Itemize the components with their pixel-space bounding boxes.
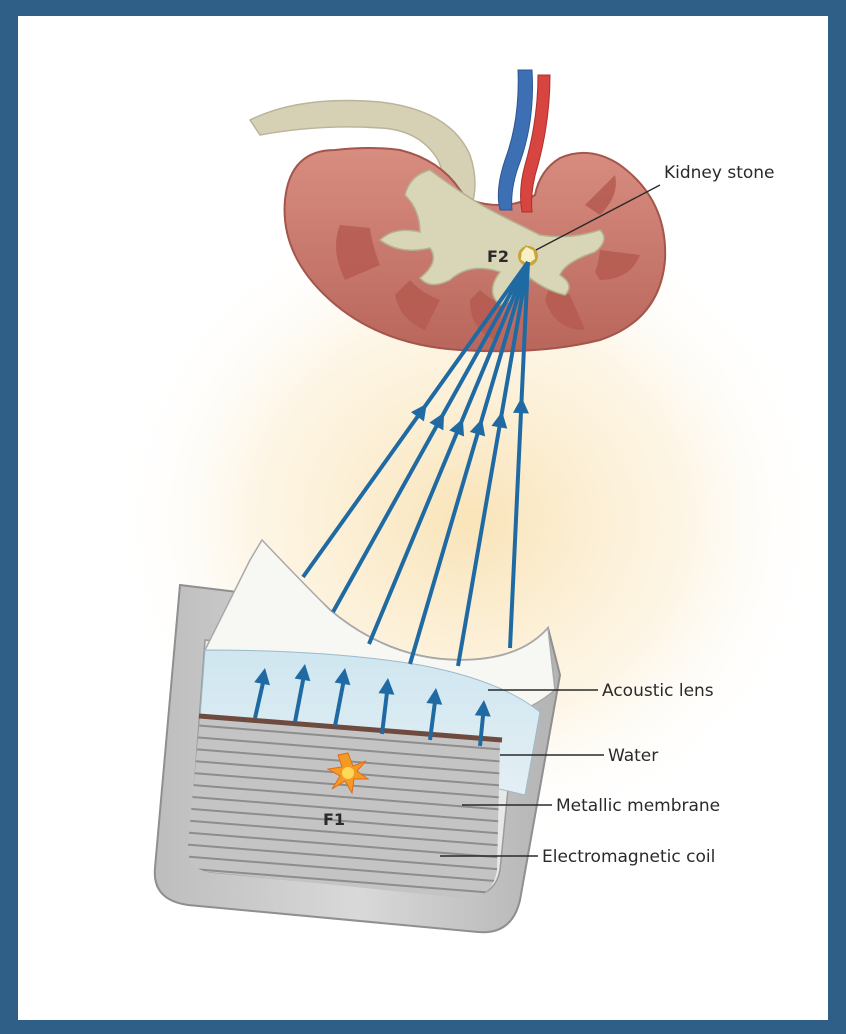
kidney-stone-label: Kidney stone: [664, 163, 775, 183]
electromagnetic-coil-label: Electromagnetic coil: [542, 847, 715, 867]
f1-label: F1: [323, 810, 345, 829]
lithotripter-diagram: Kidney stone F2 F1 Acoustic lens Water M…: [18, 16, 828, 1020]
acoustic-lens-label: Acoustic lens: [602, 681, 714, 701]
water-label: Water: [608, 746, 658, 766]
diagram-panel: Kidney stone F2 F1 Acoustic lens Water M…: [18, 16, 828, 1020]
metallic-membrane-label: Metallic membrane: [556, 796, 720, 816]
f2-label: F2: [487, 247, 509, 266]
